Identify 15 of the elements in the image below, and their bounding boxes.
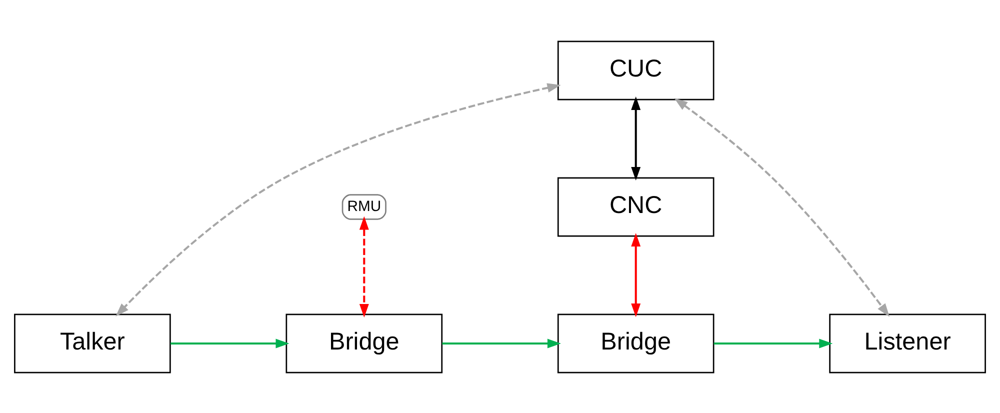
node-box: RMU [342, 194, 386, 220]
arrow [631, 96, 641, 180]
node-box: Bridge [286, 313, 443, 373]
arrow [442, 338, 561, 348]
node-box: Listener [829, 313, 986, 373]
node-box: CNC [557, 176, 714, 236]
arrow [714, 338, 833, 348]
node-box: CUC [557, 40, 714, 100]
node-box: Bridge [557, 313, 714, 373]
arrow [631, 232, 641, 317]
arrow [116, 82, 561, 316]
node-box: Talker [14, 313, 171, 373]
arrow [359, 216, 369, 318]
arrow [674, 98, 890, 316]
arrow [170, 338, 290, 348]
